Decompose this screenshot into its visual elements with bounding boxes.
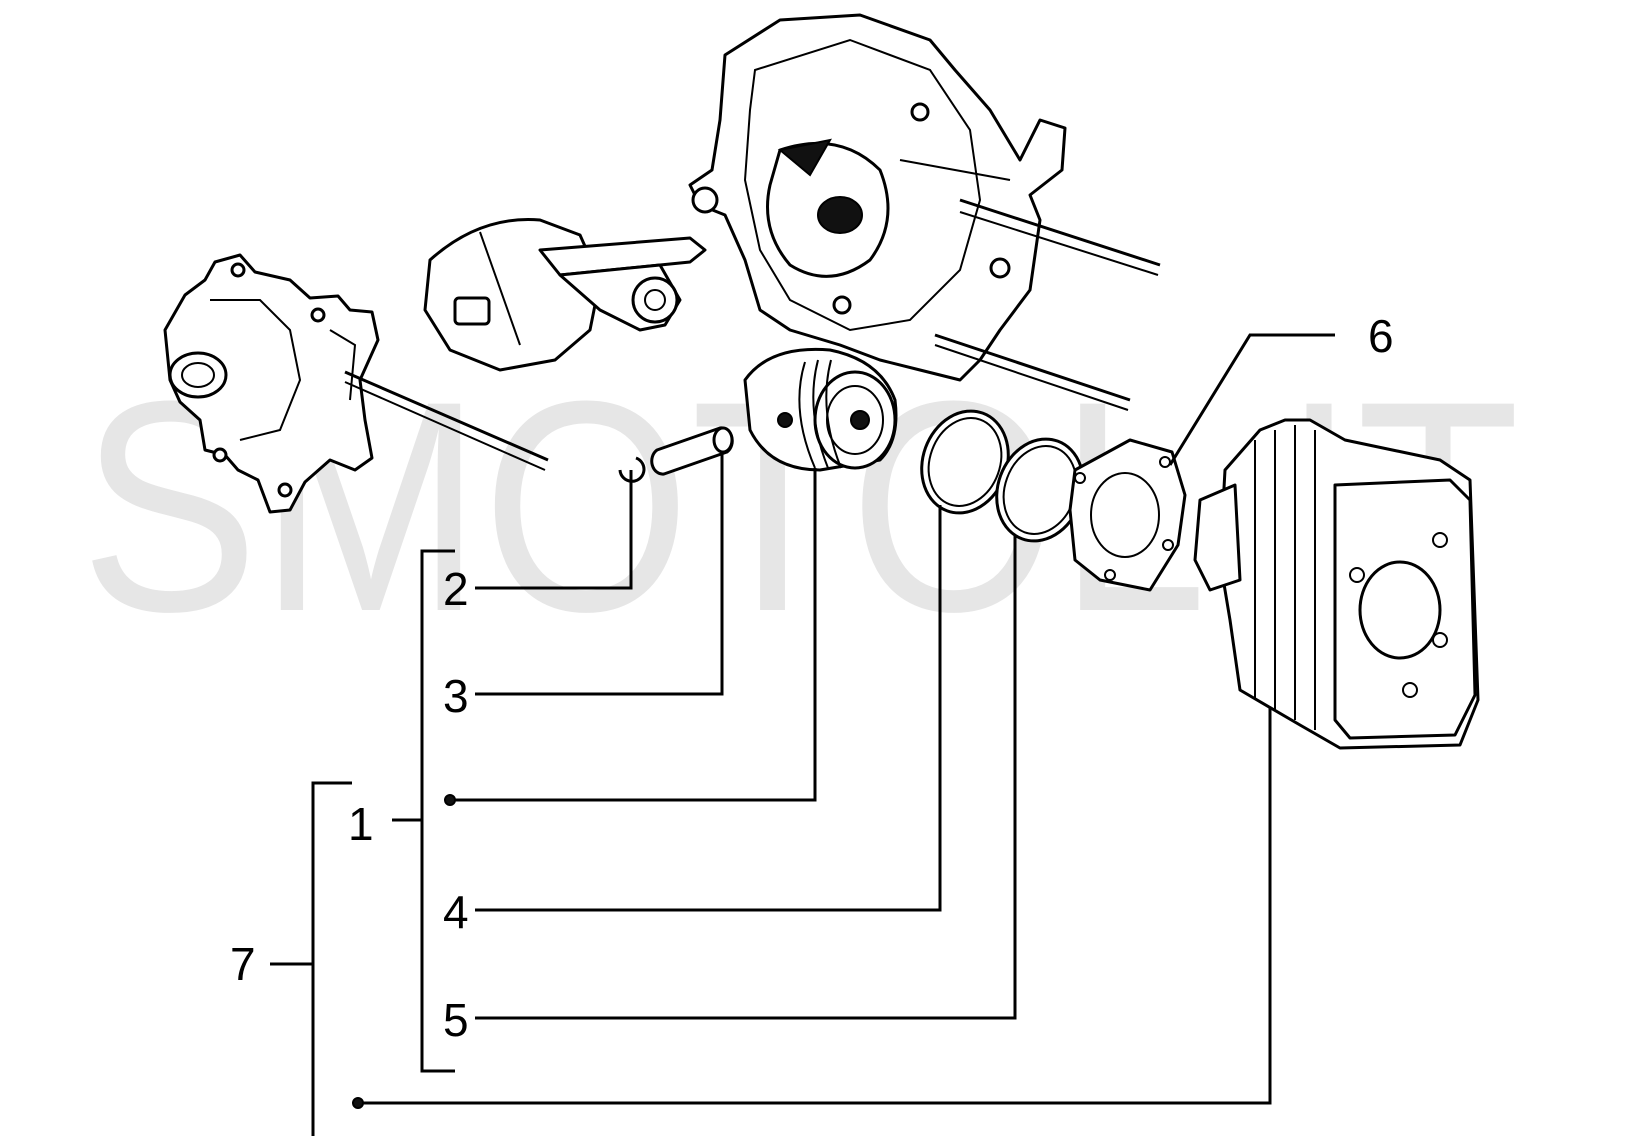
piston-pin bbox=[650, 426, 734, 476]
crankcase-left-half bbox=[163, 253, 380, 514]
cylinder-gasket bbox=[1068, 438, 1187, 592]
callout-3: 3 bbox=[443, 670, 469, 722]
callout-1: 1 bbox=[348, 798, 374, 850]
callout-4: 4 bbox=[443, 886, 469, 938]
cylinder bbox=[1193, 418, 1480, 750]
callout-6: 6 bbox=[1368, 310, 1394, 362]
piston bbox=[743, 347, 898, 472]
leader-6 bbox=[1168, 333, 1335, 466]
crankcase-right-half bbox=[688, 13, 1067, 382]
stud-right-upper bbox=[959, 198, 1161, 267]
circlip bbox=[618, 456, 646, 483]
callout-2: 2 bbox=[443, 563, 469, 615]
callout-7: 7 bbox=[230, 938, 256, 990]
leader-5 bbox=[475, 535, 1017, 1020]
leader-piston bbox=[450, 468, 817, 802]
callout-5: 5 bbox=[443, 994, 469, 1046]
leader-3 bbox=[475, 453, 724, 696]
stud-left bbox=[344, 370, 549, 462]
crankshaft bbox=[423, 218, 707, 372]
bracket-group-1 bbox=[420, 549, 455, 1073]
leader-cylinder-dot bbox=[352, 1097, 364, 1109]
leader-4 bbox=[475, 505, 942, 912]
leader-piston-dot bbox=[444, 794, 456, 806]
leader-2 bbox=[475, 470, 633, 590]
stud-right-lower bbox=[934, 333, 1131, 402]
leader-cylinder bbox=[358, 707, 1272, 1105]
bracket-group-7 bbox=[311, 781, 352, 1140]
